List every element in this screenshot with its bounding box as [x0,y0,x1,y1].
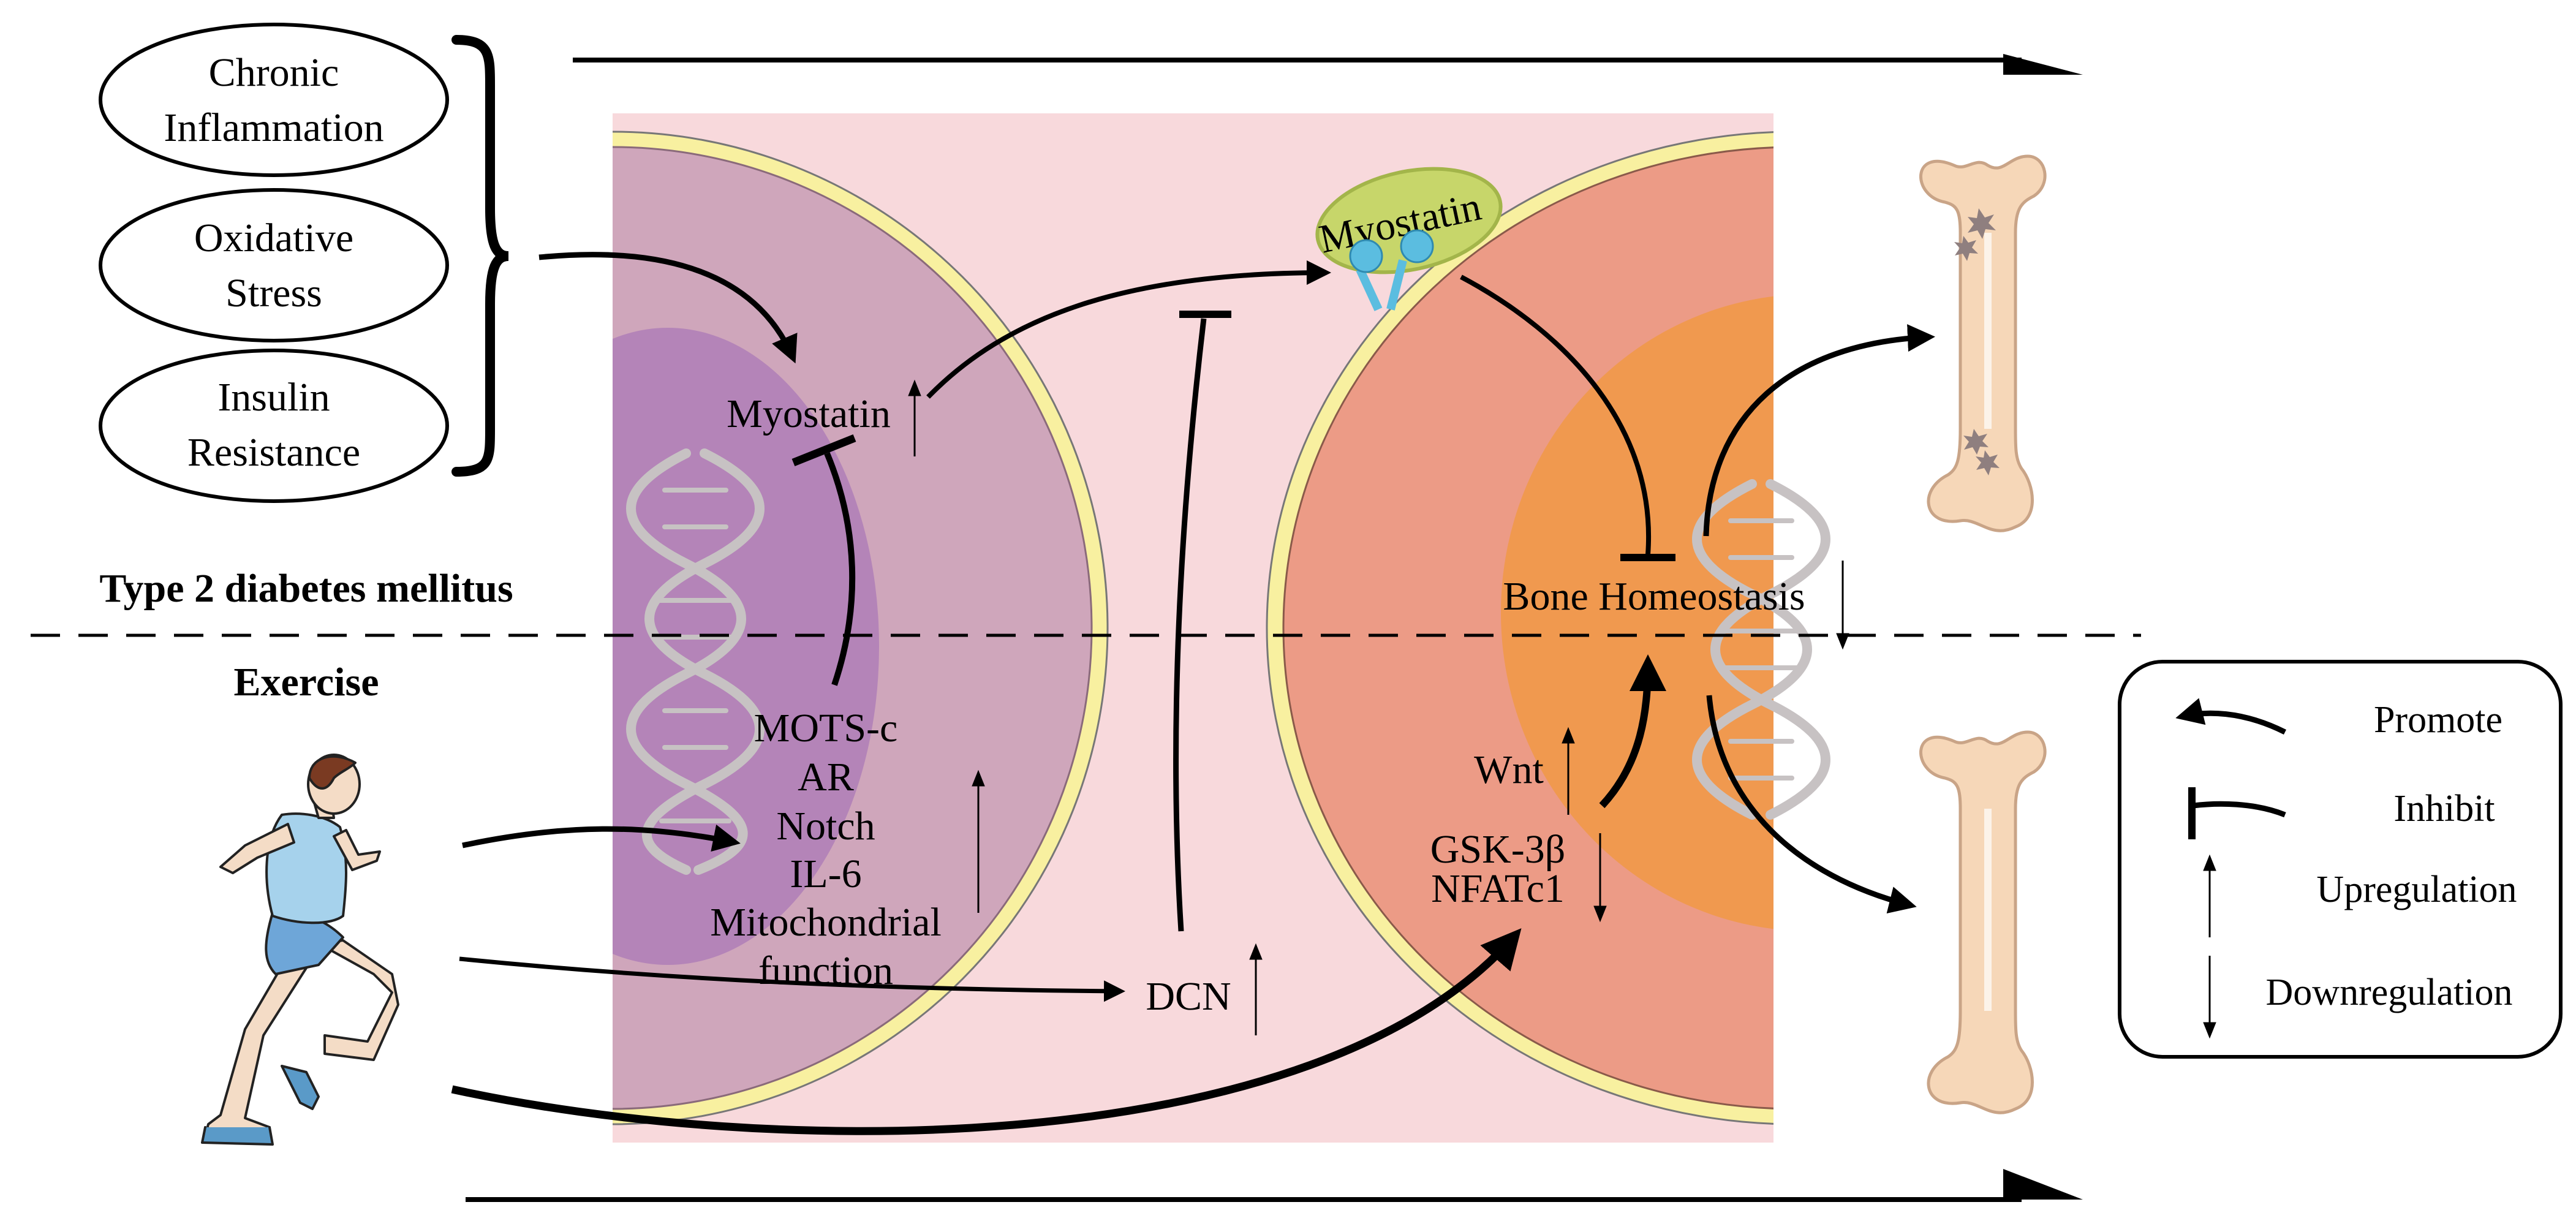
muscle-nucleus [613,328,879,965]
gsk-3b-label: GSK-3β [1430,827,1566,872]
dna-right-icon [1692,479,1830,820]
legend-promote-label: Promote [2374,699,2502,741]
legend-box [2118,660,2563,1059]
arrow-to-healthy-bone [1706,695,1917,913]
nfatc1-label: NFATc1 [1431,866,1565,911]
stress-factor-chronic-inflammation: Chronic Inflammation [99,23,449,177]
legend-inhibit-label: Inhibit [2393,788,2495,830]
arrow-exercise-to-muscle-factors [462,824,741,852]
arrow-to-unhealthy-bone [1703,324,1935,537]
factor-notch: Notch [776,804,875,849]
dna-left-icon [626,448,765,875]
factor-mots-c: MOTS-c [754,706,898,750]
arrow-exercise-to-dcn [459,956,1125,1002]
myostatin-receptor-complex: Myostatin [1315,167,1503,311]
legend-promote-icon [2175,698,2287,735]
legend-down-label: Downregulation [2266,972,2513,1013]
stress-factor-oxidative-stress: Oxidative Stress [99,188,449,342]
section-title-exercise: Exercise [233,660,379,705]
stress-label-line: Chronic [209,50,339,95]
factor-mitochondrial: Mitochondrial [710,900,942,945]
legend-inhibit-icon [2188,787,2286,839]
arrow-exercise-to-wnt [451,928,1522,1135]
stress-label-line: Insulin [217,375,330,420]
arrow-myostatin-secretion [926,260,1331,399]
inhibit-dcn-to-myostatin [1173,311,1231,932]
stress-label-line: Inflammation [164,105,383,150]
dcn-label: DCN [1146,974,1231,1019]
stress-label-line: Oxidative [194,216,353,260]
bone-homeostasis-label: Bone Homeostasis [1503,574,1805,619]
top-long-arrow [573,54,2083,75]
receptor-icon [1349,229,1434,311]
inhibit-exercise-to-myostatin [791,434,856,686]
stress-label-line: Resistance [187,430,360,475]
factor-il-6: IL-6 [790,852,861,896]
healthy-bone-icon [1919,730,2047,1114]
curly-brace [451,35,509,477]
section-title-t2dm: Type 2 diabetes mellitus [99,566,513,611]
arrow-stress-to-myostatin [538,252,798,364]
stress-label-line: Stress [225,271,322,316]
legend: Promote Inhibit Upregulation Downregulat… [2118,660,2563,1059]
arrow-wnt-to-bone-homeostasis [1599,654,1666,809]
unhealthy-bone-icon [1919,154,2047,532]
wnt-label: Wnt [1474,747,1544,792]
runner-icon [201,754,399,1146]
bone-lesion-icon [1954,208,2000,475]
inhibit-myostatin-to-bone-homeostasis [1460,274,1675,561]
bottom-long-arrow [466,1169,2083,1202]
exercise-factor-list: MOTS-c AR Notch IL-6 Mitochondrial funct… [710,706,942,993]
muscle-myostatin-label: Myostatin [727,391,891,436]
legend-up-label: Upregulation [2316,869,2517,910]
stress-factor-insulin-resistance: Insulin Resistance [99,349,449,503]
factor-ar: AR [798,755,854,800]
